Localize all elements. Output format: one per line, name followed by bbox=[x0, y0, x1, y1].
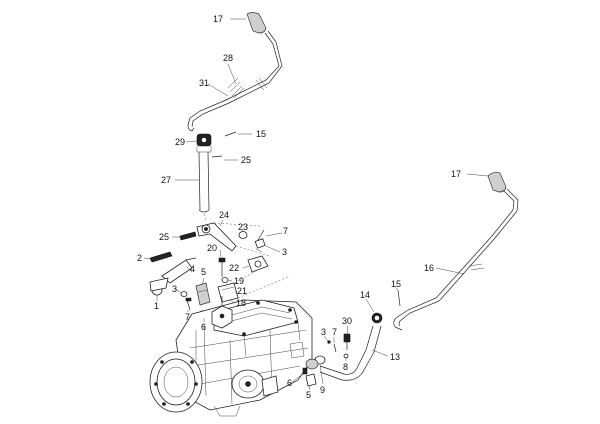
callout-18: 18 bbox=[236, 298, 246, 308]
callout-21: 21 bbox=[237, 286, 247, 296]
callout-25-side: 25 bbox=[159, 232, 169, 242]
callout-3-right: 3 bbox=[321, 327, 326, 337]
callout-15-right: 15 bbox=[391, 279, 401, 289]
selector-linkage bbox=[149, 222, 291, 319]
shift-rod-assembly bbox=[302, 312, 383, 387]
callout-30: 30 bbox=[342, 316, 352, 326]
callout-27: 27 bbox=[161, 175, 171, 185]
callout-16: 16 bbox=[424, 263, 434, 273]
leader-lines bbox=[143, 18, 489, 391]
callout-5-right: 5 bbox=[306, 390, 311, 400]
bell-housing-flange bbox=[149, 351, 203, 413]
callout-4: 4 bbox=[190, 264, 195, 274]
callout-20: 20 bbox=[207, 243, 217, 253]
lever-knob-right bbox=[487, 172, 507, 193]
callout-17-right: 17 bbox=[451, 169, 461, 179]
lever-boot bbox=[227, 77, 245, 99]
callout-25: 25 bbox=[241, 155, 251, 165]
right-gear-lever bbox=[393, 172, 519, 331]
callout-7: 7 bbox=[283, 226, 288, 236]
callout-5: 5 bbox=[201, 267, 206, 277]
callout-29: 29 bbox=[175, 137, 185, 147]
callout-6: 6 bbox=[201, 322, 206, 332]
callout-24: 24 bbox=[219, 210, 229, 220]
callout-22: 22 bbox=[229, 263, 239, 273]
callout-14: 14 bbox=[360, 290, 370, 300]
callout-6-right: 6 bbox=[287, 378, 292, 388]
left-gear-lever bbox=[187, 12, 283, 223]
callout-7-left: 7 bbox=[185, 312, 190, 322]
lever-pivot-housing bbox=[196, 133, 212, 153]
callout-7-right: 7 bbox=[332, 327, 337, 337]
callout-13: 13 bbox=[390, 352, 400, 362]
callout-labels: 17 28 31 15 29 25 27 24 23 7 25 3 2 20 4… bbox=[137, 14, 461, 400]
callout-15: 15 bbox=[256, 129, 266, 139]
selector-shaft bbox=[198, 151, 210, 213]
callout-31: 31 bbox=[199, 78, 209, 88]
callout-3-left: 3 bbox=[172, 284, 177, 294]
callout-28: 28 bbox=[223, 53, 233, 63]
callout-17: 17 bbox=[213, 14, 223, 24]
callout-23: 23 bbox=[238, 222, 248, 232]
callout-3: 3 bbox=[282, 247, 287, 257]
callout-9: 9 bbox=[320, 385, 325, 395]
bolt-20 bbox=[218, 257, 226, 277]
output-flange bbox=[231, 369, 279, 399]
callout-8: 8 bbox=[343, 362, 348, 372]
gearbox-housing bbox=[149, 296, 313, 417]
lever-knob-left bbox=[246, 12, 267, 34]
callout-1: 1 bbox=[154, 301, 159, 311]
callout-2: 2 bbox=[137, 253, 142, 263]
spring-part-2 bbox=[149, 251, 173, 263]
callout-19: 19 bbox=[234, 276, 244, 286]
